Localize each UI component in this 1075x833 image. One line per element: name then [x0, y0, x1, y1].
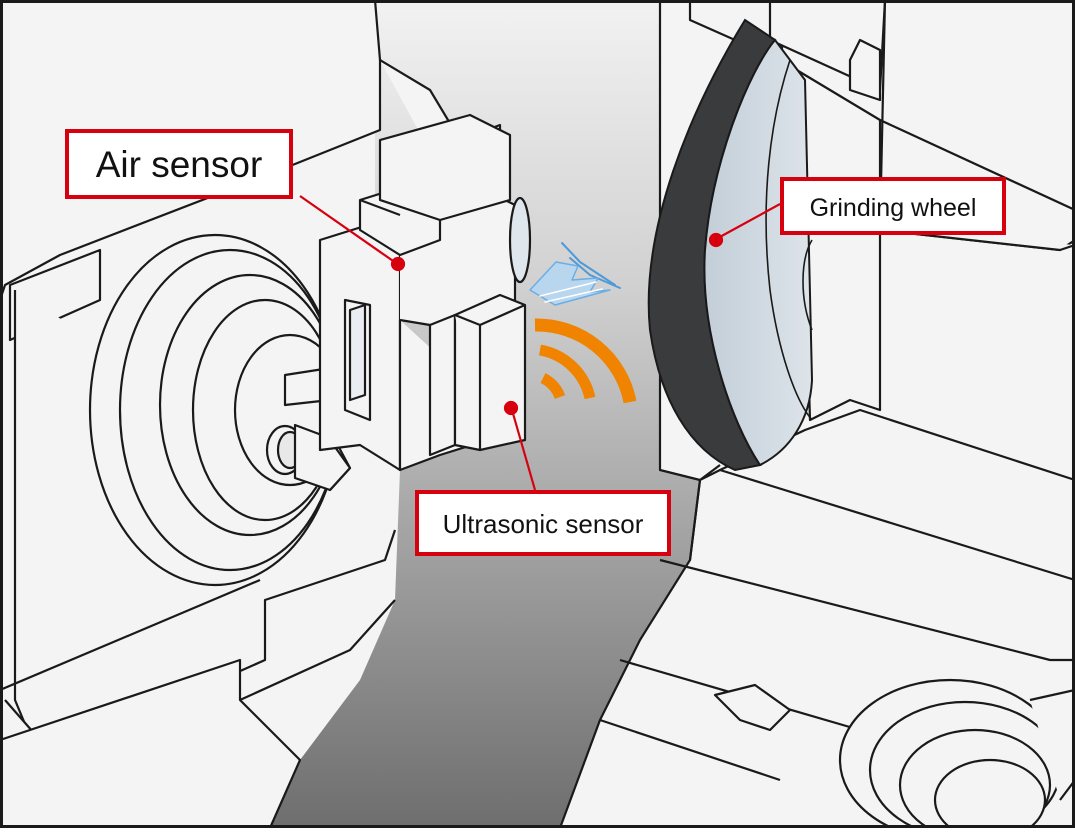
ultrasonic-sensor-label: Ultrasonic sensor	[443, 509, 644, 539]
ultrasonic-sensor-callout: Ultrasonic sensor	[415, 490, 671, 556]
air-flow-icon	[529, 242, 621, 306]
ultrasonic-wave-icon	[534, 318, 637, 404]
air-sensor-label: Air sensor	[96, 144, 263, 185]
leader-lines	[299, 195, 781, 491]
grinding-wheel-face	[703, 38, 814, 467]
air-sensor-callout: Air sensor	[65, 129, 293, 199]
grinding-wheel-label: Grinding wheel	[810, 194, 977, 222]
grinding-wheel-callout: Grinding wheel	[780, 177, 1006, 235]
grinding-wheel-marker	[708, 232, 724, 248]
grinding-wheel	[647, 18, 814, 472]
ultrasonic-sensor-marker	[503, 400, 519, 416]
air-sensor-marker	[390, 256, 406, 272]
